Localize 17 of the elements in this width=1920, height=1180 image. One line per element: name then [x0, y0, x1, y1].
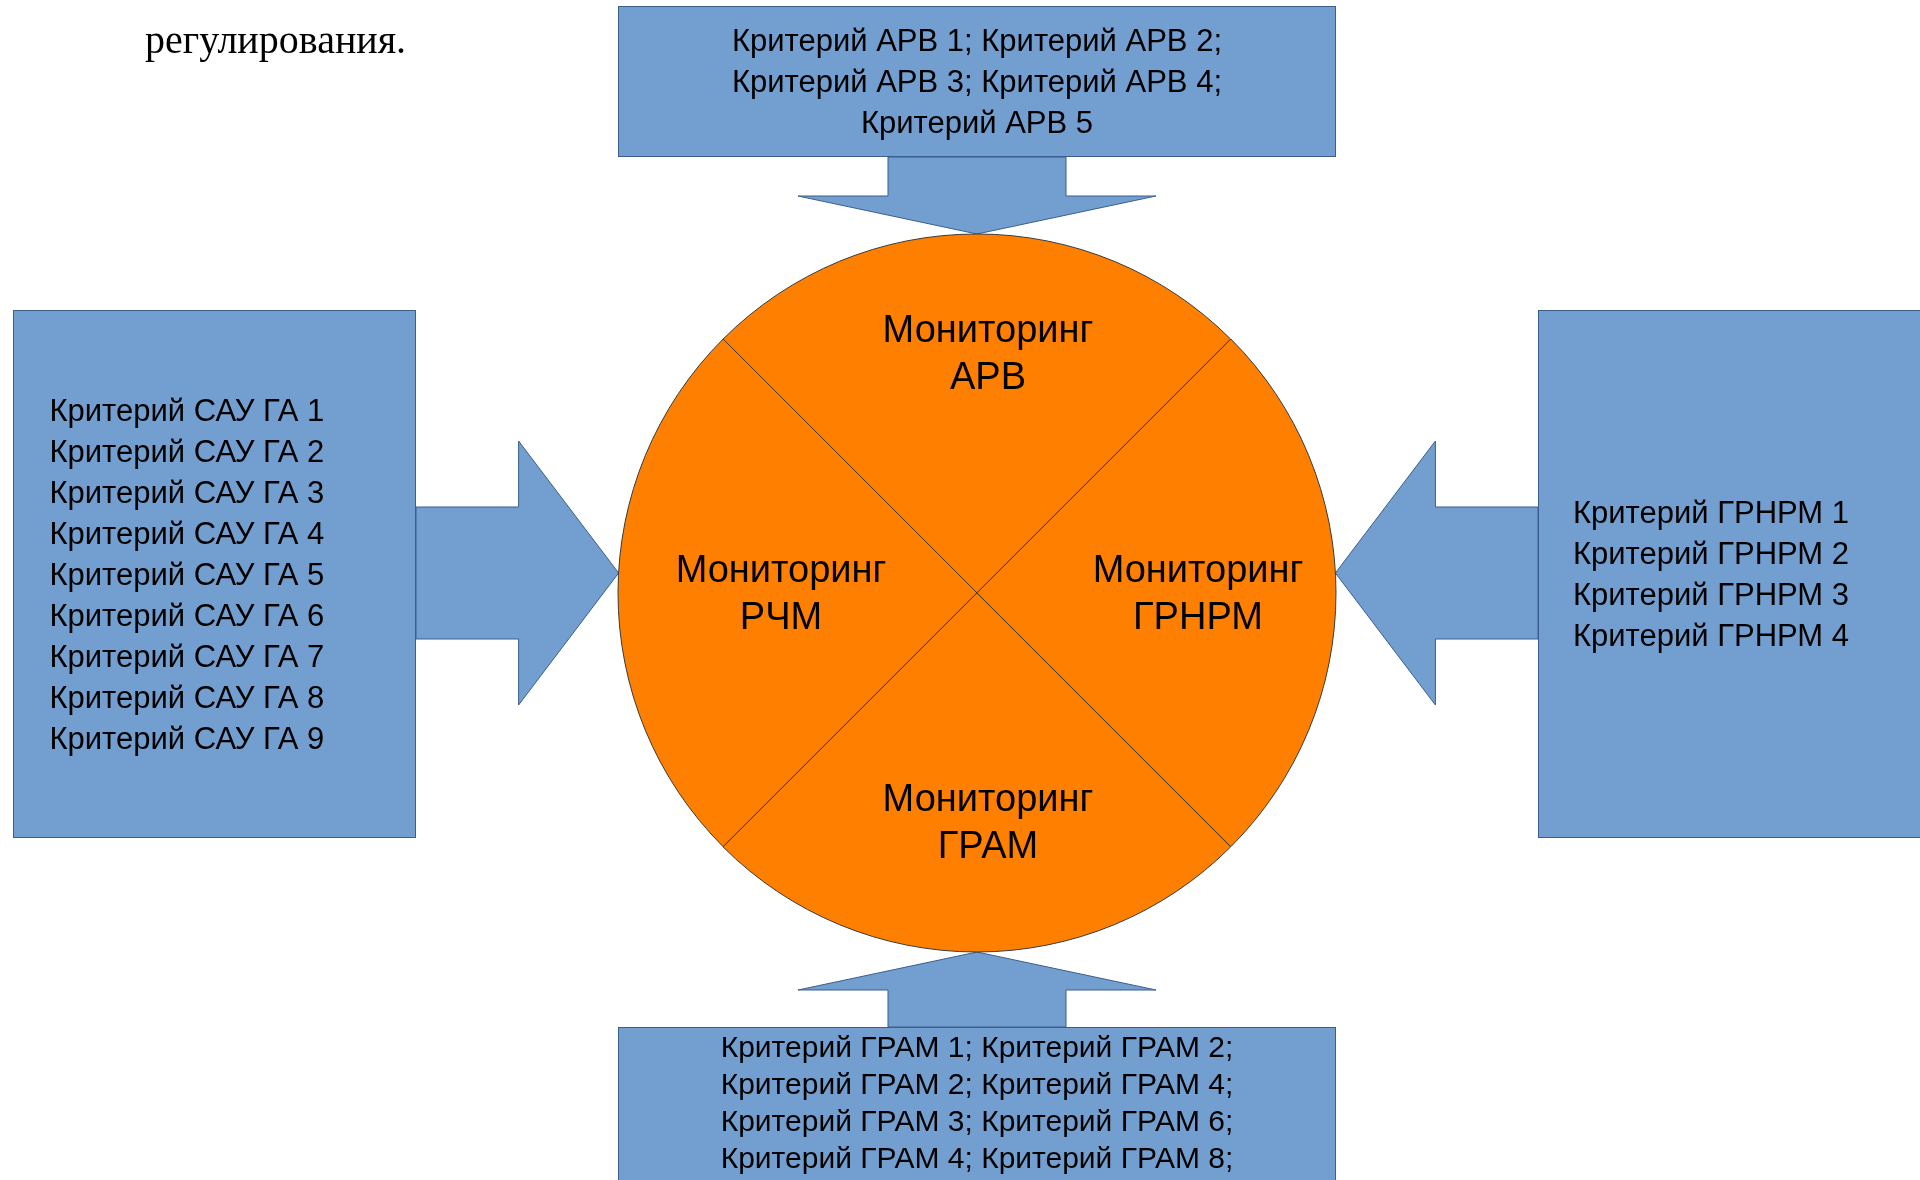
sector-label: Мониторинг РЧМ: [674, 547, 888, 639]
criteria-box: [618, 1027, 1336, 1180]
block-arrow: [1334, 440, 1539, 706]
sector-label: Мониторинг ГРНРМ: [1091, 547, 1305, 639]
criteria-box: [618, 6, 1336, 157]
sector-label: Мониторинг ГРАМ: [881, 776, 1095, 868]
criteria-box: [1538, 310, 1920, 838]
criteria-text: Критерий АРВ 1; Критерий АРВ 2; Критерий АРВ 3; Критерий АРВ 4; Критерий АРВ 5: [731, 22, 1223, 142]
text-line: регулирования.: [145, 16, 407, 63]
block-arrow: [415, 440, 620, 706]
criteria-text: Критерий САУ ГА 1 Критерий САУ ГА 2 Критерий САУ ГА 3 Критерий САУ ГА 4 Критерий САУ ГА 5 Критерий САУ ГА 6 Критерий САУ ГА 7 Критерий САУ ГА 8 Критерий САУ ГА 9: [49, 391, 326, 758]
sector-label: Мониторинг АРВ: [881, 307, 1095, 399]
block-arrow: [797, 156, 1157, 235]
criteria-box: [13, 310, 416, 838]
block-arrow: [797, 951, 1157, 1028]
criteria-text: Критерий ГРАМ 1; Критерий ГРАМ 2; Критерий ГРАМ 2; Критерий ГРАМ 4; Критерий ГРАМ 3; Критерий ГРАМ 6; Критерий ГРАМ 4; Критерий ГРАМ 8;: [719, 1029, 1235, 1176]
criteria-text: Критерий ГРНРМ 1 Критерий ГРНРМ 2 Критерий ГРНРМ 3 Критерий ГРНРМ 4: [1573, 494, 1851, 655]
